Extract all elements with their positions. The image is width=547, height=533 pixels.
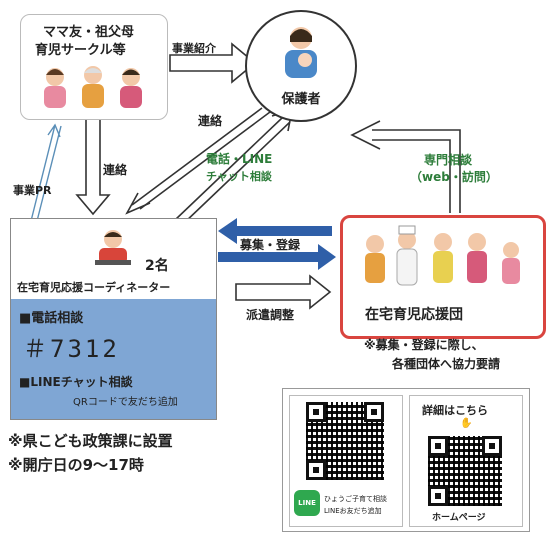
coordinator-count: 2名 <box>145 258 169 274</box>
specialist-label-2: （web・訪問） <box>410 170 498 184</box>
coordinator-illustration <box>91 227 135 267</box>
phone-heading: ■電話相談 <box>19 311 84 326</box>
prefecture-note-2: ※開庁日の9～17時 <box>8 456 144 474</box>
support-group-title: 在宅育児応援団 <box>365 307 463 323</box>
guardian-label: 保護者 <box>281 92 321 107</box>
line-qr-code[interactable] <box>306 402 384 480</box>
line-qr-caption-2: LINEお友だち追加 <box>324 507 382 515</box>
qr-panel: LINE ひょうご子育て相談 LINEお友だち追加 詳細はこちら ✋ ホームペー… <box>282 388 530 532</box>
dispatch-arrow <box>235 274 332 310</box>
specialist-arrow <box>350 120 461 213</box>
contact-arrow-left <box>75 117 111 216</box>
phone-number: ＃7312 <box>23 335 120 363</box>
coordinator-contact-panel: ■電話相談 ＃7312 ■LINEチャット相談 QRコードで友だち追加 <box>11 299 216 419</box>
business-pr-arrow <box>29 123 62 226</box>
coordinator-title: 在宅育児応援コーディネーター <box>17 281 171 294</box>
mama-circle-box: ママ友・祖父母 育児サークル等 <box>20 14 168 120</box>
phone-line-arrow <box>174 108 294 225</box>
homepage-title: 詳細はこちら <box>422 404 488 417</box>
line-heading: ■LINEチャット相談 <box>19 375 133 389</box>
line-sub: QRコードで友だち追加 <box>73 397 178 408</box>
phone-line-label-1: 電話・LINE <box>206 152 273 166</box>
dispatch-label: 派遣調整 <box>246 308 295 322</box>
mama-circle-line2: 育児サークル等 <box>35 43 126 58</box>
specialist-label-1: 専門相談 <box>424 153 473 167</box>
homepage-caption: ホームページ <box>432 513 486 523</box>
line-qr-card: LINE ひょうご子育て相談 LINEお友だち追加 <box>289 395 403 527</box>
contact-upper-label: 連絡 <box>198 114 223 128</box>
recruit-arrow <box>218 218 336 270</box>
mama-circle-line1: ママ友・祖父母 <box>43 25 135 40</box>
group-note-1: ※募集・登録に際し、 <box>364 338 484 352</box>
business-intro-label: 事業紹介 <box>172 42 216 55</box>
homepage-qr-card: 詳細はこちら ✋ ホームページ <box>409 395 523 527</box>
recruit-label: 募集・登録 <box>240 238 301 252</box>
contact-left-label: 連絡 <box>103 163 128 177</box>
prefecture-note-1: ※県こども政策課に設置 <box>8 432 173 450</box>
coordinator-box: 2名 在宅育児応援コーディネーター ■電話相談 ＃7312 ■LINEチャット相… <box>10 218 217 420</box>
business-intro-arrow <box>169 42 257 84</box>
business-pr-label: 事業PR <box>13 184 52 197</box>
line-logo-icon: LINE <box>294 490 320 516</box>
line-qr-caption-1: ひょうご子育て相談 <box>324 495 387 503</box>
homepage-qr-code[interactable] <box>428 436 502 506</box>
support-group-box: 在宅育児応援団 <box>340 215 546 339</box>
guardian-circle: 保護者 <box>245 10 357 122</box>
group-note-2: 各種団体へ協力要請 <box>392 357 501 371</box>
pointing-hand-icon: ✋ <box>460 418 473 429</box>
support-group-illustration <box>357 224 533 292</box>
contact-arrow-upper <box>125 107 271 215</box>
phone-line-label-2: チャット相談 <box>206 170 272 183</box>
guardian-illustration <box>275 24 327 80</box>
family-illustration <box>35 61 153 113</box>
line-logo-text: LINE <box>298 499 316 507</box>
